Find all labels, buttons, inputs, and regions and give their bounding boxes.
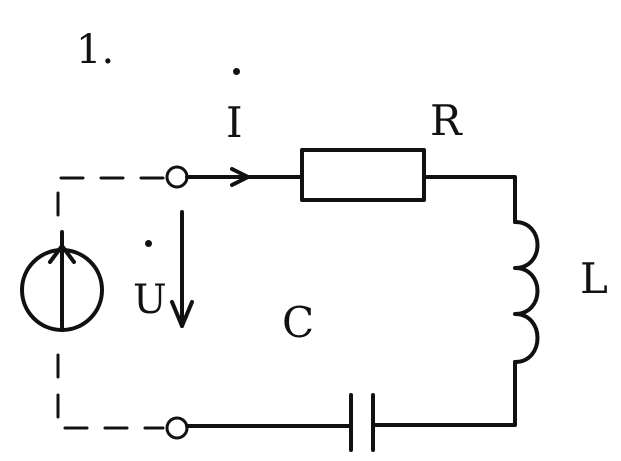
- capacitor-symbol: [349, 393, 375, 452]
- inductor-symbol: [513, 220, 540, 364]
- voltage-label: U: [133, 277, 167, 323]
- figure-number: 1.: [76, 27, 115, 73]
- right-bottom-wire: [372, 360, 517, 427]
- voltage-source-symbol: [20, 230, 104, 332]
- top-terminal: [165, 165, 189, 189]
- resistor-symbol: [300, 148, 426, 202]
- current-arrow: [230, 167, 250, 187]
- voltage-arrow: [170, 210, 194, 328]
- bottom-terminal: [165, 416, 189, 440]
- capacitor-label: C: [282, 298, 315, 347]
- right-top-wire: [422, 175, 517, 224]
- current-phasor-dot: [233, 68, 240, 75]
- inductor-label: L: [580, 254, 608, 303]
- resistor-label: R: [430, 96, 462, 145]
- source-dashed-enclosure: [56, 176, 165, 430]
- voltage-phasor-dot: [145, 240, 152, 247]
- current-label: I: [226, 98, 243, 147]
